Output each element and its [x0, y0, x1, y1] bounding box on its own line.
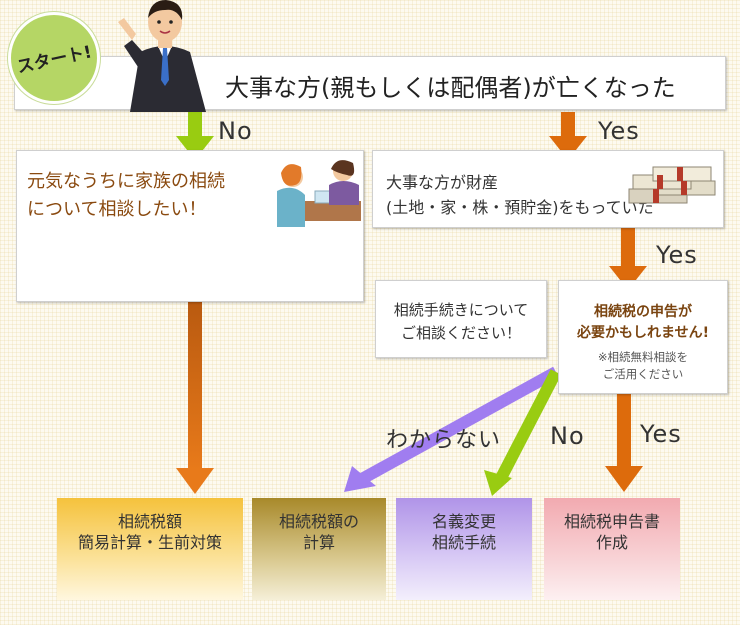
label-unknown: わからない [386, 428, 502, 453]
arrow-yes-main [549, 112, 587, 160]
result-name-change-line2: 相続手続 [431, 533, 496, 552]
start-badge: スタート! [8, 12, 100, 104]
start-badge-text: スタート! [15, 42, 94, 78]
result-tax-estimate-line1: 相続税額 [117, 512, 182, 531]
question-main-text: 大事な方(親もしくは配偶者)が亡くなった [225, 74, 676, 102]
result-name-change: 名義変更 相続手続 [396, 498, 532, 600]
label-yes-property: Yes [656, 241, 698, 269]
result-tax-filing-line1: 相続税申告書 [563, 512, 660, 531]
arrow-no-main [176, 112, 214, 160]
result-tax-estimate: 相続税額 簡易計算・生前対策 [57, 498, 243, 600]
procedure-consult-box: 相続手続きについて ご相談ください！ [375, 280, 547, 358]
label-yes-main: Yes [598, 117, 640, 145]
procedure-line1: 相続手続きについて [393, 301, 529, 319]
property-line2: (土地・家・株・預貯金)をもっていた [386, 198, 654, 217]
result-tax-calc-line2: 計算 [302, 533, 335, 552]
result-tax-filing-line2: 作成 [595, 533, 628, 552]
label-no-main: No [218, 117, 253, 145]
arrow-yes-property [609, 228, 647, 290]
result-name-change-line1: 名義変更 [431, 512, 496, 531]
label-yes-tax: Yes [640, 420, 682, 448]
procedure-line2: ご相談ください！ [400, 324, 521, 342]
property-question-box: 大事な方が財産 (土地・家・株・預貯金)をもっていた [372, 150, 724, 228]
arrow-consult-to-result1 [176, 302, 214, 494]
arrow-unknown [344, 366, 559, 492]
arrow-yes-tax [605, 394, 643, 492]
result-tax-filing: 相続税申告書 作成 [544, 498, 680, 600]
tax-note1: ※相続無料相談を [597, 350, 689, 364]
money-illustration [628, 166, 716, 204]
tax-declaration-box: 相続税の申告が 必要かもしれません! ※相続無料相談を ご活用ください [558, 280, 728, 394]
consult-alive-line1: 元気なうちに家族の相続 [27, 171, 225, 192]
tax-line2: 必要かもしれません! [577, 325, 709, 341]
consultation-illustration [277, 160, 361, 227]
label-no-tax: No [550, 422, 585, 450]
arrow-no-tax [484, 369, 562, 496]
result-tax-estimate-line2: 簡易計算・生前対策 [77, 533, 222, 552]
tax-line1: 相続税の申告が [594, 304, 692, 320]
consult-alive-box: 元気なうちに家族の相続 について相談したい！ [16, 150, 364, 302]
businessman-illustration [118, 0, 206, 112]
result-tax-calc-line1: 相続税額の [278, 512, 359, 531]
result-tax-calc: 相続税額の 計算 [252, 498, 386, 600]
consult-alive-line2: について相談したい！ [27, 199, 207, 220]
property-line1: 大事な方が財産 [386, 173, 499, 192]
tax-note2: ご活用ください [602, 367, 684, 381]
